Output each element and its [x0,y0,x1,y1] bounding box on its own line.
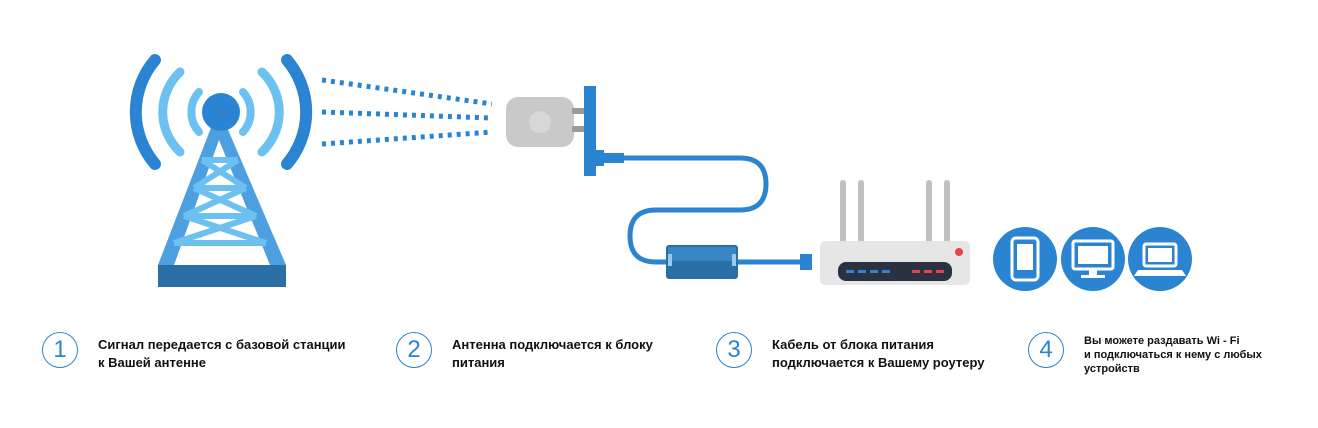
step-4-line-2: и подключаться к нему с любых [1084,349,1262,361]
cell-tower-icon [129,54,313,287]
step-1-line-1: Сигнал передается с базовой станции [98,337,346,352]
step-2: 2 Антенна подключается к блоку питания [396,332,696,392]
step-4-line-1: Вы можете раздавать Wi - Fi [1084,335,1240,347]
monitor-icon [1061,227,1125,291]
step-4-text: Вы можете раздавать Wi - Fi и подключать… [1084,334,1262,376]
smartphone-icon [993,227,1057,291]
step-number-1: 1 [42,332,78,368]
step-2-line-1: Антенна подключается к блоку [452,337,653,352]
step-3: 3 Кабель от блока питания подключается к… [716,332,1016,392]
step-1-text: Сигнал передается с базовой станции к Ва… [98,336,346,372]
step-3-text: Кабель от блока питания подключается к В… [772,336,984,372]
router-icon [820,180,970,285]
laptop-icon [1128,227,1192,291]
power-supply-icon [666,245,812,279]
cable [621,155,811,265]
step-2-line-2: питания [452,355,505,370]
step-3-line-2: подключается к Вашему роутеру [772,355,985,370]
step-1-line-2: к Вашей антенне [98,355,207,370]
step-number-4: 4 [1028,332,1064,368]
step-1: 1 Сигнал передается с базовой станции к … [42,332,372,392]
step-3-line-1: Кабель от блока питания [772,337,934,352]
step-number-3: 3 [716,332,752,368]
antenna-icon [506,86,624,176]
signal-beam [321,77,493,147]
step-number-2: 2 [396,332,432,368]
step-4-line-3: устройств [1084,363,1140,375]
step-4: 4 Вы можете раздавать Wi - Fi и подключа… [1028,332,1288,392]
step-2-text: Антенна подключается к блоку питания [452,336,653,372]
